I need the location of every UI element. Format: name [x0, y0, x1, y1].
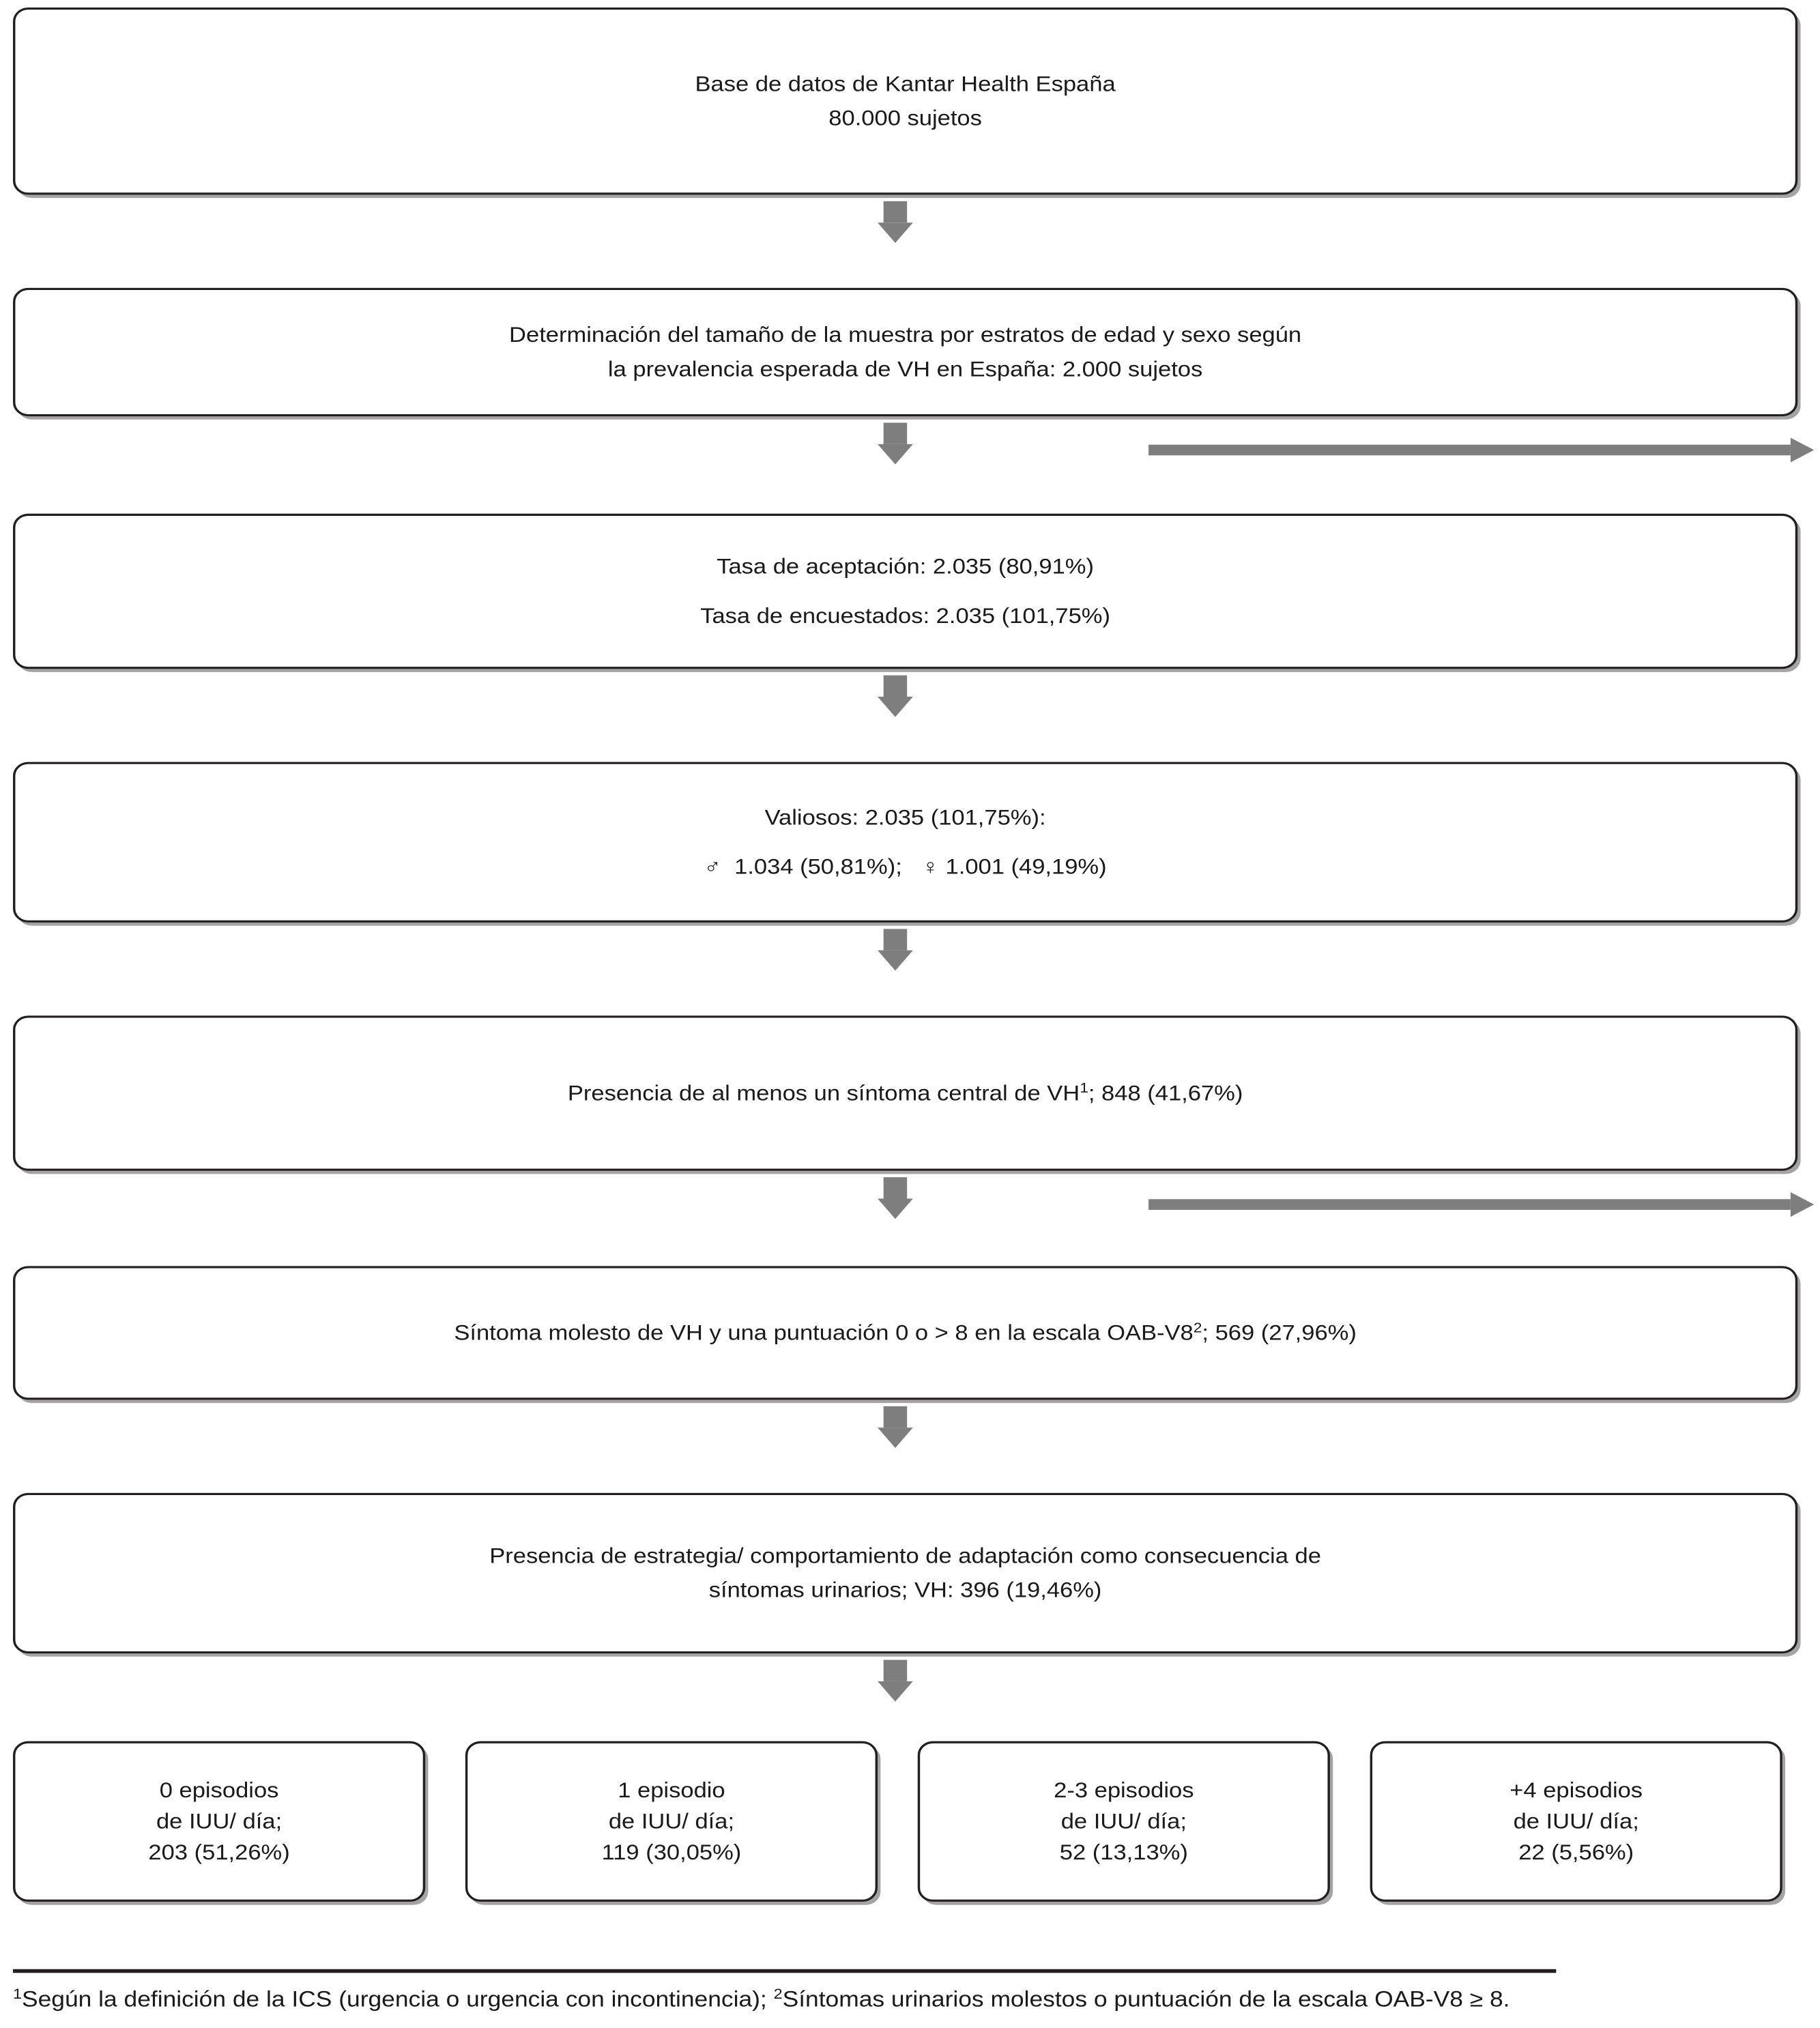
- outcome-box-0: 0 episodios de IUU/ día; 203 (51,26%): [12, 1741, 426, 1902]
- outcome-0-line1: 0 episodios: [159, 1778, 279, 1803]
- footnote-sup-2: 2: [773, 1986, 783, 2002]
- node-valiosos-sex-row: ♂ 1.034 (50,81%); ♀ 1.001 (49,19%): [31, 851, 1780, 882]
- outcome-box-1: 1 episodio de IUU/ día; 119 (30,05%): [465, 1741, 878, 1902]
- node-sintoma-central-after: ; 848 (41,67%): [1088, 1081, 1243, 1105]
- arrow-down-2: [878, 422, 913, 465]
- arrow-head: [878, 1428, 913, 1448]
- footnote-divider: [12, 1969, 1557, 1973]
- node-sintoma-central-sup: 1: [1080, 1080, 1088, 1096]
- node-estrategia-line2: síntomas urinarios; VH: 396 (19,46%): [708, 1578, 1102, 1602]
- arrow-shaft: [1149, 1199, 1791, 1211]
- footnote-part-2: Síntomas urinarios molestos o puntuación…: [782, 1986, 1510, 2012]
- node-estrategia-adaptacion: Presencia de estrategia/ comportamiento …: [12, 1492, 1798, 1654]
- arrow-head: [878, 444, 913, 465]
- arrow-right-to-no-vh: [1149, 1192, 1815, 1217]
- node-determinacion-muestra: Determinación del tamaño de la muestra p…: [12, 287, 1798, 417]
- node-tasas-line1: Tasa de aceptación: 2.035 (80,91%): [717, 555, 1094, 579]
- outcome-2-line3: 52 (13,13%): [1059, 1840, 1188, 1865]
- arrow-head: [878, 1198, 913, 1219]
- outcome-3-line2: de IUU/ día;: [1513, 1810, 1639, 1834]
- outcome-0-line2: de IUU/ día;: [156, 1810, 283, 1834]
- outcome-box-3: +4 episodios de IUU/ día; 22 (5,56%): [1370, 1741, 1782, 1902]
- arrow-down-5: [878, 1177, 913, 1219]
- outcome-box-2: 2-3 episodios de IUU/ día; 52 (13,13%): [917, 1741, 1330, 1902]
- arrow-down-1: [878, 201, 913, 244]
- male-symbol-icon: ♂: [704, 855, 721, 879]
- arrow-down-7: [878, 1660, 913, 1702]
- node-valiosos: Valiosos: 2.035 (101,75%): ♂ 1.034 (50,8…: [12, 762, 1798, 923]
- arrow-right-to-muestra-contactada: [1149, 437, 1815, 463]
- arrow-head: [1790, 1192, 1815, 1217]
- outcome-1-line2: de IUU/ día;: [608, 1810, 735, 1834]
- arrow-shaft: [1149, 444, 1791, 456]
- outcome-3-line1: +4 episodios: [1510, 1778, 1643, 1803]
- node-determinacion-line2: la prevalencia esperada de VH en España:…: [607, 357, 1203, 381]
- node-sintoma-central: Presencia de al menos un síntoma central…: [12, 1015, 1798, 1171]
- node-base-datos-line1: Base de datos de Kantar Health España: [695, 72, 1116, 96]
- arrow-shaft: [883, 422, 908, 444]
- arrow-shaft: [883, 1177, 908, 1199]
- footnote-part-1: Según la definición de la ICS (urgencia …: [21, 1986, 774, 2012]
- arrow-down-6: [878, 1406, 913, 1448]
- node-base-datos-line2: 80.000 sujetos: [828, 106, 982, 130]
- outcome-3-line3: 22 (5,56%): [1518, 1840, 1634, 1865]
- node-oab-v8: Síntoma molesto de VH y una puntuación 0…: [12, 1266, 1798, 1400]
- arrow-head: [878, 696, 913, 717]
- node-oab-v8-after: ; 569 (27,96%): [1202, 1321, 1357, 1345]
- arrow-shaft: [883, 675, 908, 697]
- node-estrategia-line1: Presencia de estrategia/ comportamiento …: [489, 1544, 1321, 1568]
- node-tasas: Tasa de aceptación: 2.035 (80,91%) Tasa …: [12, 513, 1798, 669]
- outcome-1-line3: 119 (30,05%): [601, 1840, 742, 1865]
- arrow-shaft: [883, 1660, 908, 1681]
- node-oab-v8-text: Síntoma molesto de VH y una puntuación 0…: [454, 1321, 1194, 1345]
- female-symbol-icon: ♀: [921, 855, 939, 879]
- node-oab-v8-sup: 2: [1193, 1319, 1202, 1336]
- arrow-head: [878, 950, 913, 971]
- outcome-2-line1: 2-3 episodios: [1054, 1778, 1194, 1803]
- arrow-shaft: [883, 201, 908, 223]
- node-valiosos-male-value: 1.034 (50,81%);: [734, 854, 902, 879]
- outcome-0-line3: 203 (51,26%): [148, 1840, 290, 1865]
- node-base-datos: Base de datos de Kantar Health España 80…: [12, 7, 1798, 195]
- outcome-2-line2: de IUU/ día;: [1060, 1810, 1187, 1834]
- outcome-1-line1: 1 episodio: [618, 1778, 725, 1803]
- node-valiosos-female-value: 1.001 (49,19%): [945, 854, 1107, 879]
- node-sintoma-central-text: Presencia de al menos un síntoma central…: [567, 1081, 1080, 1105]
- arrow-head: [878, 1681, 913, 1702]
- arrow-shaft: [883, 1406, 908, 1428]
- footnote: 1Según la definición de la ICS (urgencia…: [13, 1983, 1556, 2016]
- footnote-sup-1: 1: [12, 1986, 22, 2002]
- arrow-shaft: [883, 929, 908, 951]
- node-tasas-line2: Tasa de encuestados: 2.035 (101,75%): [700, 604, 1110, 628]
- arrow-head: [878, 222, 913, 244]
- arrow-down-3: [878, 675, 913, 717]
- arrow-head: [1790, 437, 1815, 463]
- node-determinacion-line1: Determinación del tamaño de la muestra p…: [509, 323, 1302, 347]
- node-valiosos-line1: Valiosos: 2.035 (101,75%):: [764, 805, 1046, 830]
- arrow-down-4: [878, 929, 913, 971]
